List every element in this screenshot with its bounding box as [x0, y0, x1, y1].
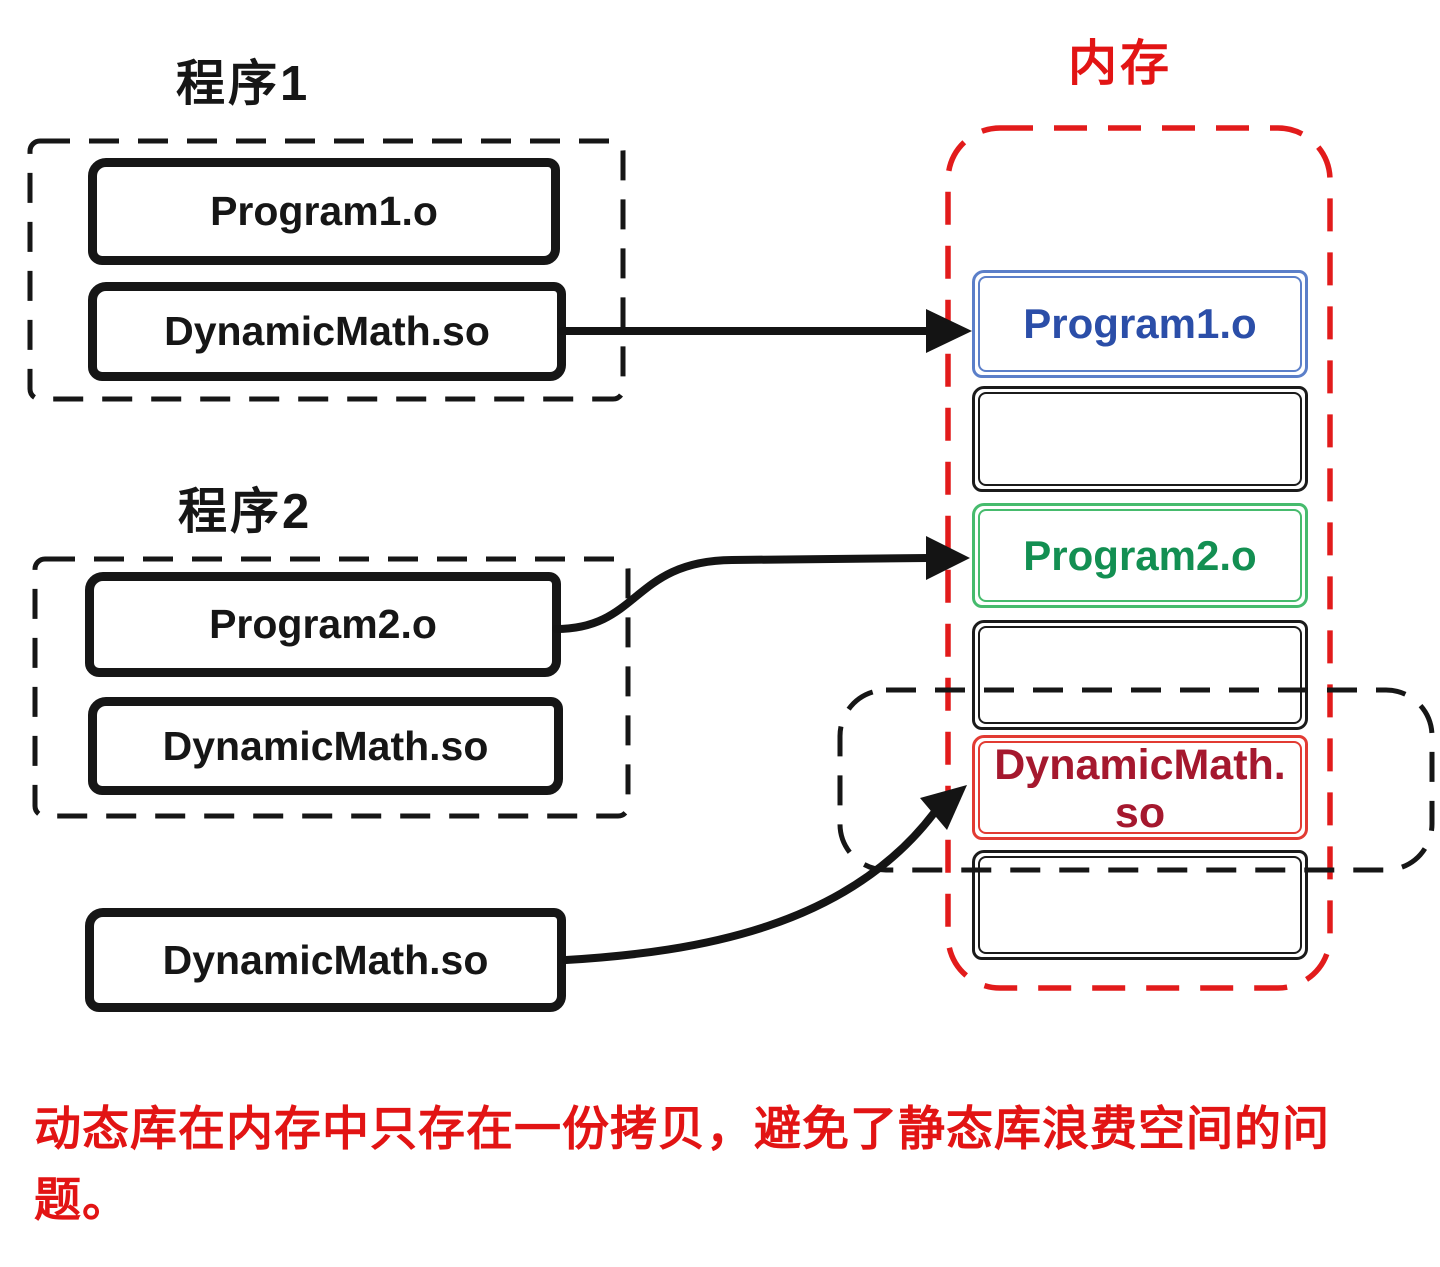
arrow-program2-to-memory-head: [926, 536, 970, 580]
memory-slot-empty-3: [972, 850, 1308, 960]
program1-dynamicmath-box: DynamicMath.so: [88, 282, 566, 381]
program1-label: 程序1: [176, 57, 311, 111]
standalone-dynamicmath-box: DynamicMath.so: [85, 908, 566, 1012]
program2-dynamicmath-box: DynamicMath.so: [88, 697, 563, 795]
memory-slot-dynamicmath: DynamicMath.so: [972, 735, 1308, 840]
caption-line-1: 动态库在内存中只存在一份拷贝，避免了静态库浪费空间的问: [34, 1102, 1330, 1155]
memory-slot-program2: Program2.o: [972, 503, 1308, 608]
caption-line-2: 题。: [34, 1172, 130, 1226]
program2-label: 程序2: [178, 485, 313, 539]
program1-object-box: Program1.o: [88, 158, 560, 265]
memory-slot-empty-2: [972, 620, 1308, 730]
program2-object-box: Program2.o: [85, 572, 561, 677]
arrow-dynamicmath-to-memory: [562, 809, 938, 964]
arrow-dynamicmath-to-memory-head: [920, 785, 967, 830]
caption-text: 动态库在内存中只存在一份拷贝，避免了静态库浪费空间的问 题。: [34, 1094, 1424, 1235]
memory-slot-program1: Program1.o: [972, 270, 1308, 378]
memory-label: 内存: [1068, 37, 1173, 91]
arrow-program2-to-memory: [552, 554, 932, 633]
memory-slot-empty-1: [972, 386, 1308, 492]
arrow-program1-to-memory-head: [926, 309, 972, 353]
